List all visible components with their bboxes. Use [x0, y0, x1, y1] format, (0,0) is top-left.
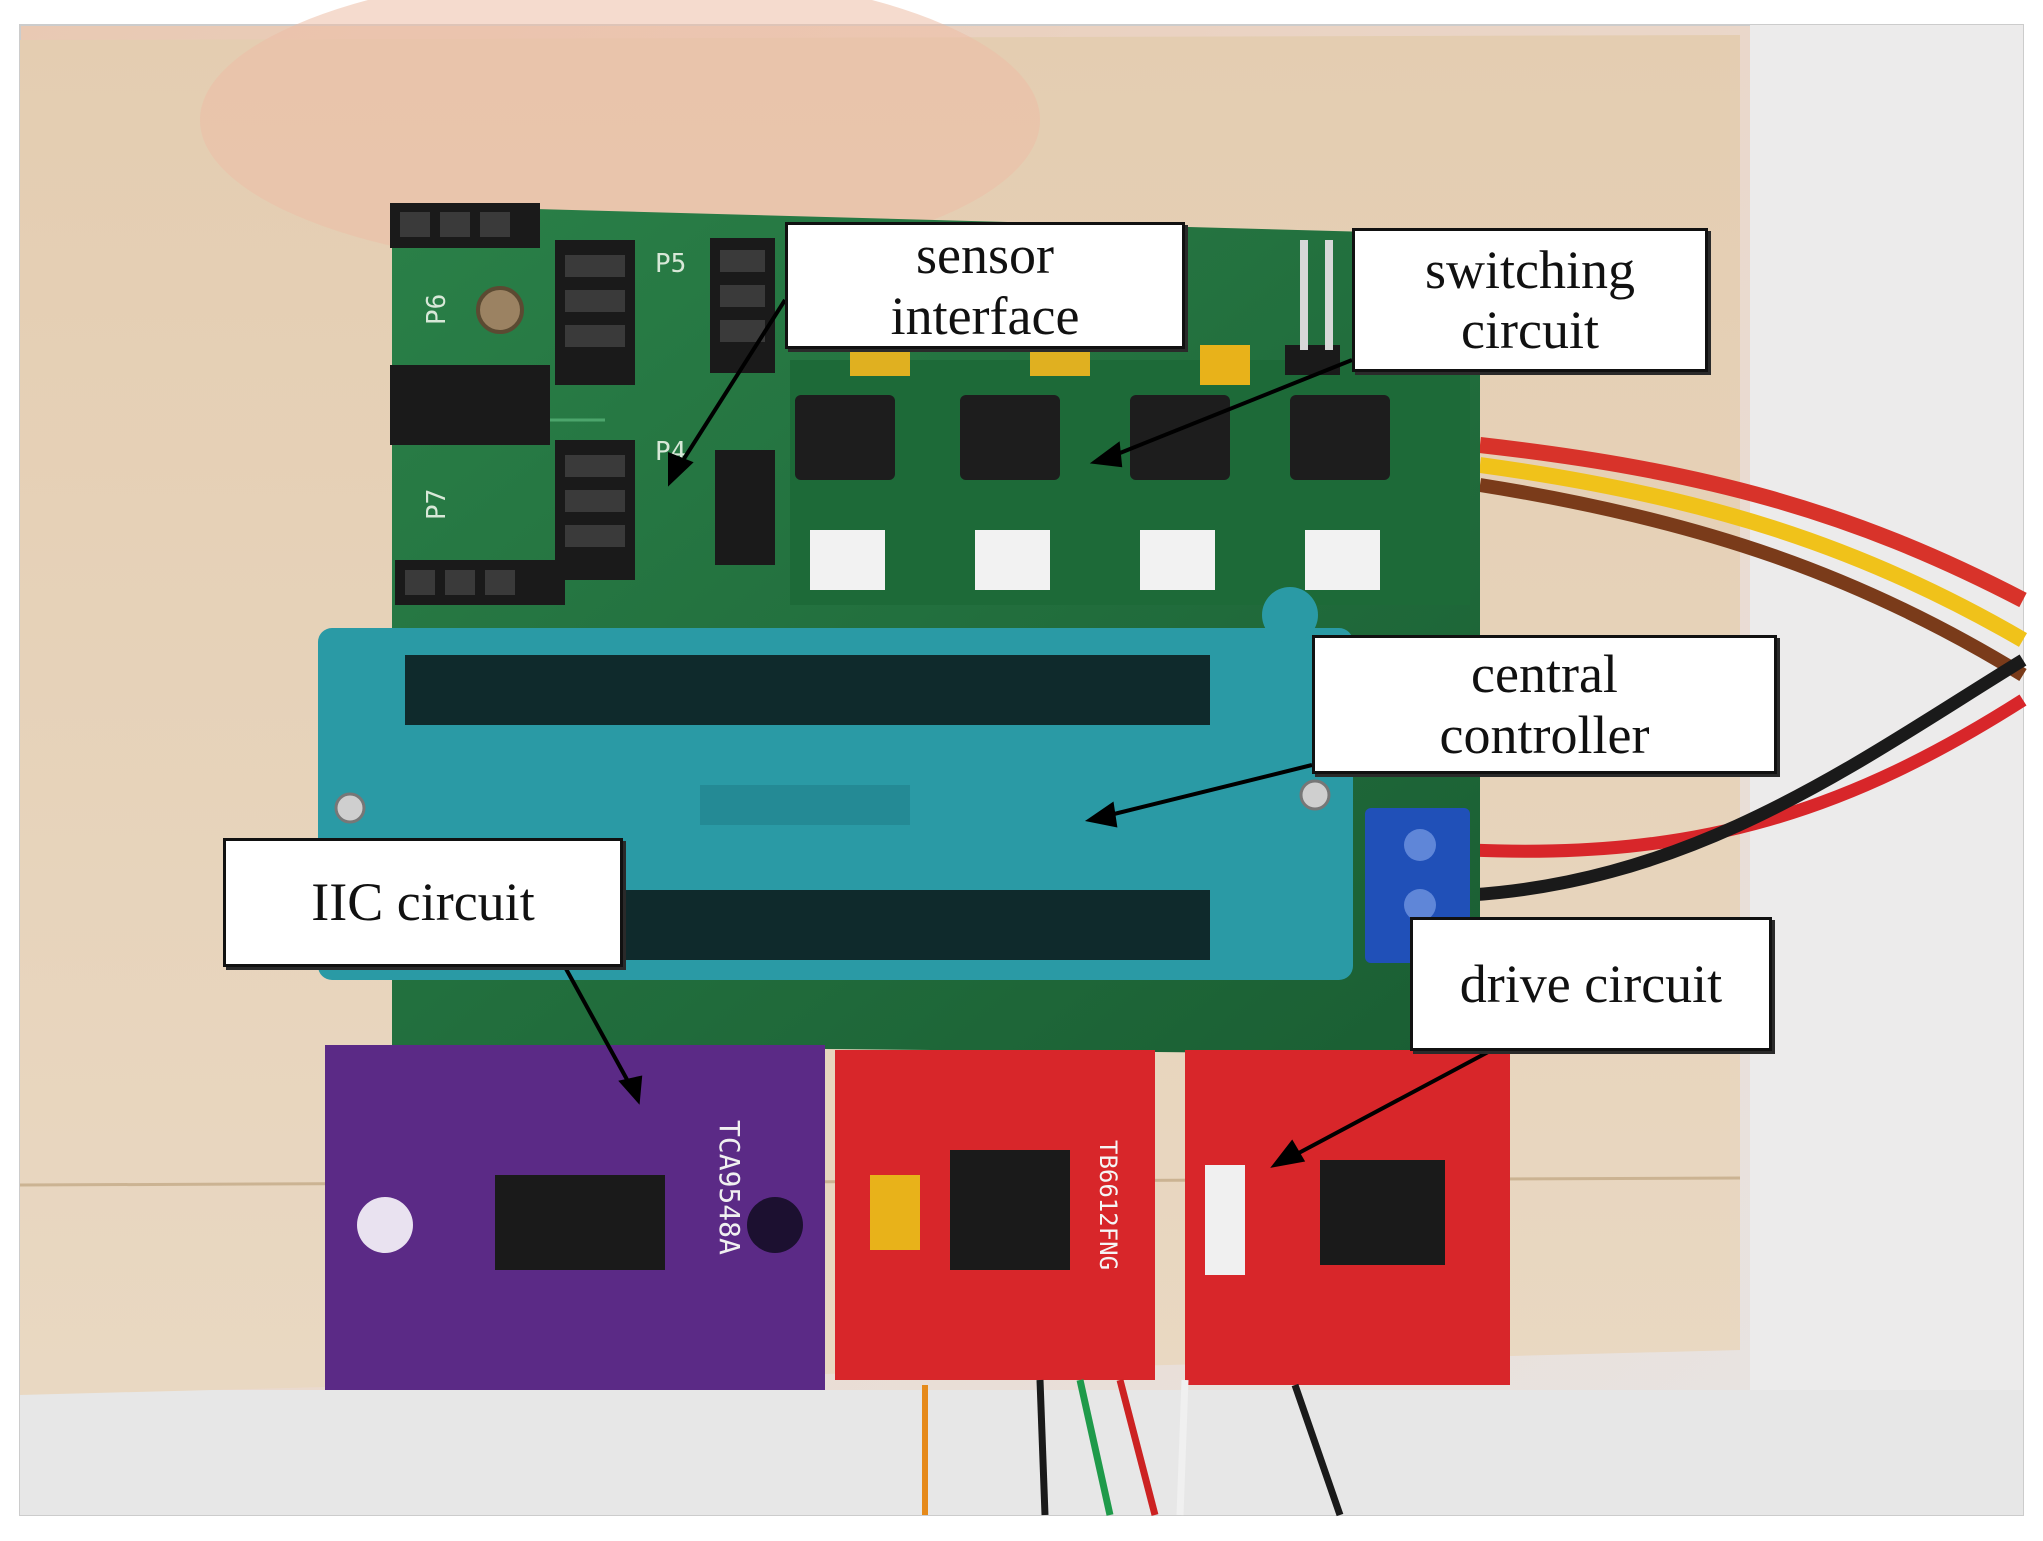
callout-drive-circuit: drive circuit — [1410, 917, 1772, 1051]
callout-switching-circuit: switching circuit — [1352, 228, 1708, 372]
callout-switching-line2: circuit — [1461, 300, 1599, 360]
background-shadow — [200, 0, 1040, 270]
callout-sensor-line2: interface — [890, 285, 1080, 346]
callout-arrows — [563, 298, 1491, 1168]
callout-sensor-interface: sensor interface — [785, 222, 1185, 349]
callout-iic-circuit: IIC circuit — [223, 838, 623, 967]
callout-sensor-line1: sensor — [916, 225, 1054, 286]
power-wire-red — [1469, 694, 2027, 858]
cable-brown — [1478, 478, 2027, 681]
switching-components — [790, 240, 1470, 605]
mounting-screw — [476, 286, 524, 334]
wire-black-1 — [1036, 1379, 1049, 1516]
header-label-p5: P5 — [655, 249, 686, 279]
cable-yellow — [1478, 457, 2028, 647]
callout-central-controller: central controller — [1312, 635, 1777, 774]
wire-black-2 — [1291, 1383, 1344, 1517]
callout-central-line1: central — [1471, 644, 1618, 705]
driver-board-left: TB6612FNG — [835, 1050, 1155, 1380]
callout-switching-line1: switching — [1425, 239, 1635, 300]
floor-white — [20, 1390, 2023, 1515]
callout-drive-line1: drive circuit — [1459, 953, 1723, 1014]
iic-chip-marking: TCA9548A — [713, 1120, 746, 1255]
iic-board: TCA9548A — [325, 1045, 825, 1390]
cable-red — [1479, 437, 2027, 608]
callout-central-line2: controller — [1439, 704, 1650, 765]
header-label-p7: P7 — [422, 489, 452, 520]
wire-green — [1076, 1379, 1114, 1516]
wire-white — [1176, 1379, 1189, 1516]
wire-red — [1116, 1379, 1159, 1516]
callout-iic-line1: IIC circuit — [311, 872, 535, 933]
power-wire-black — [1469, 654, 2027, 902]
driver-board-right — [1185, 1050, 1510, 1385]
driver-chip-marking: TB6612FNG — [1094, 1140, 1122, 1270]
header-label-p6: P6 — [422, 294, 452, 325]
